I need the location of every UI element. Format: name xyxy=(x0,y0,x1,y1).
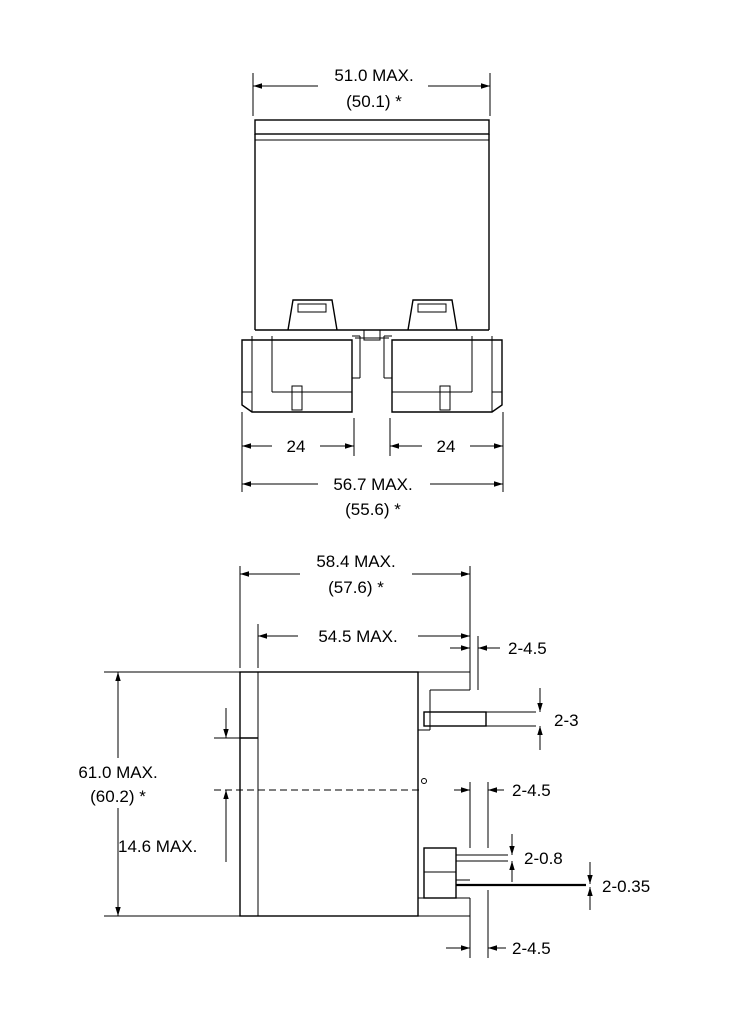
lower-height-dimension: 14.6 MAX. xyxy=(118,708,420,862)
side-height-nominal-label: (60.2) * xyxy=(90,787,146,806)
top-width-dimension: 51.0 MAX. (50.1) * xyxy=(252,66,491,116)
top-width-max-label: 51.0 MAX. xyxy=(334,66,413,85)
terminal-thickness-dimension: 2-3 xyxy=(537,688,579,750)
side-height-max-label: 61.0 MAX. xyxy=(78,763,157,782)
side-length-nominal-label: (57.6) * xyxy=(328,578,384,597)
side-view-body xyxy=(239,671,586,917)
terminal-thickness-label: 2-3 xyxy=(554,711,579,730)
side-length-max-label: 58.4 MAX. xyxy=(316,552,395,571)
top-view: 51.0 MAX. (50.1) * xyxy=(241,66,504,519)
top-base-width-dimension: 56.7 MAX. (55.6) * xyxy=(242,475,503,519)
top-pitch-dimensions: 24 24 xyxy=(241,412,504,492)
terminal-spacing-mid-label: 2-4.5 xyxy=(512,781,551,800)
pitch-left-label: 24 xyxy=(287,437,306,456)
lower-height-label: 14.6 MAX. xyxy=(118,837,197,856)
side-height-dimension: 61.0 MAX. (60.2) * xyxy=(78,671,240,917)
pin-thickness-dimension: 2-0.35 xyxy=(587,862,650,910)
side-body-length-label: 54.5 MAX. xyxy=(318,627,397,646)
terminal-spacing-top-dimension: 2-4.5 xyxy=(450,636,547,690)
pin-thickness-label: 2-0.35 xyxy=(602,877,650,896)
pin-width-label: 2-0.8 xyxy=(524,849,563,868)
pin-width-dimension: 2-0.8 xyxy=(509,834,563,882)
terminal-spacing-bottom-dimension: 2-4.5 xyxy=(446,890,551,958)
top-width-nominal-label: (50.1) * xyxy=(346,92,402,111)
base-width-max-label: 56.7 MAX. xyxy=(333,475,412,494)
side-length-dimension: 58.4 MAX. (57.6) * xyxy=(239,552,471,690)
terminal-spacing-bottom-label: 2-4.5 xyxy=(512,939,551,958)
pitch-right-label: 24 xyxy=(437,437,456,456)
base-width-nominal-label: (55.6) * xyxy=(345,500,401,519)
side-body-length-dimension: 54.5 MAX. xyxy=(257,624,470,668)
terminal-spacing-top-label: 2-4.5 xyxy=(508,639,547,658)
top-view-body xyxy=(241,119,503,413)
side-view: 58.4 MAX. (57.6) * 54.5 MAX. 2-4.5 xyxy=(78,552,650,958)
terminal-spacing-mid-dimension: 2-4.5 xyxy=(454,781,551,848)
